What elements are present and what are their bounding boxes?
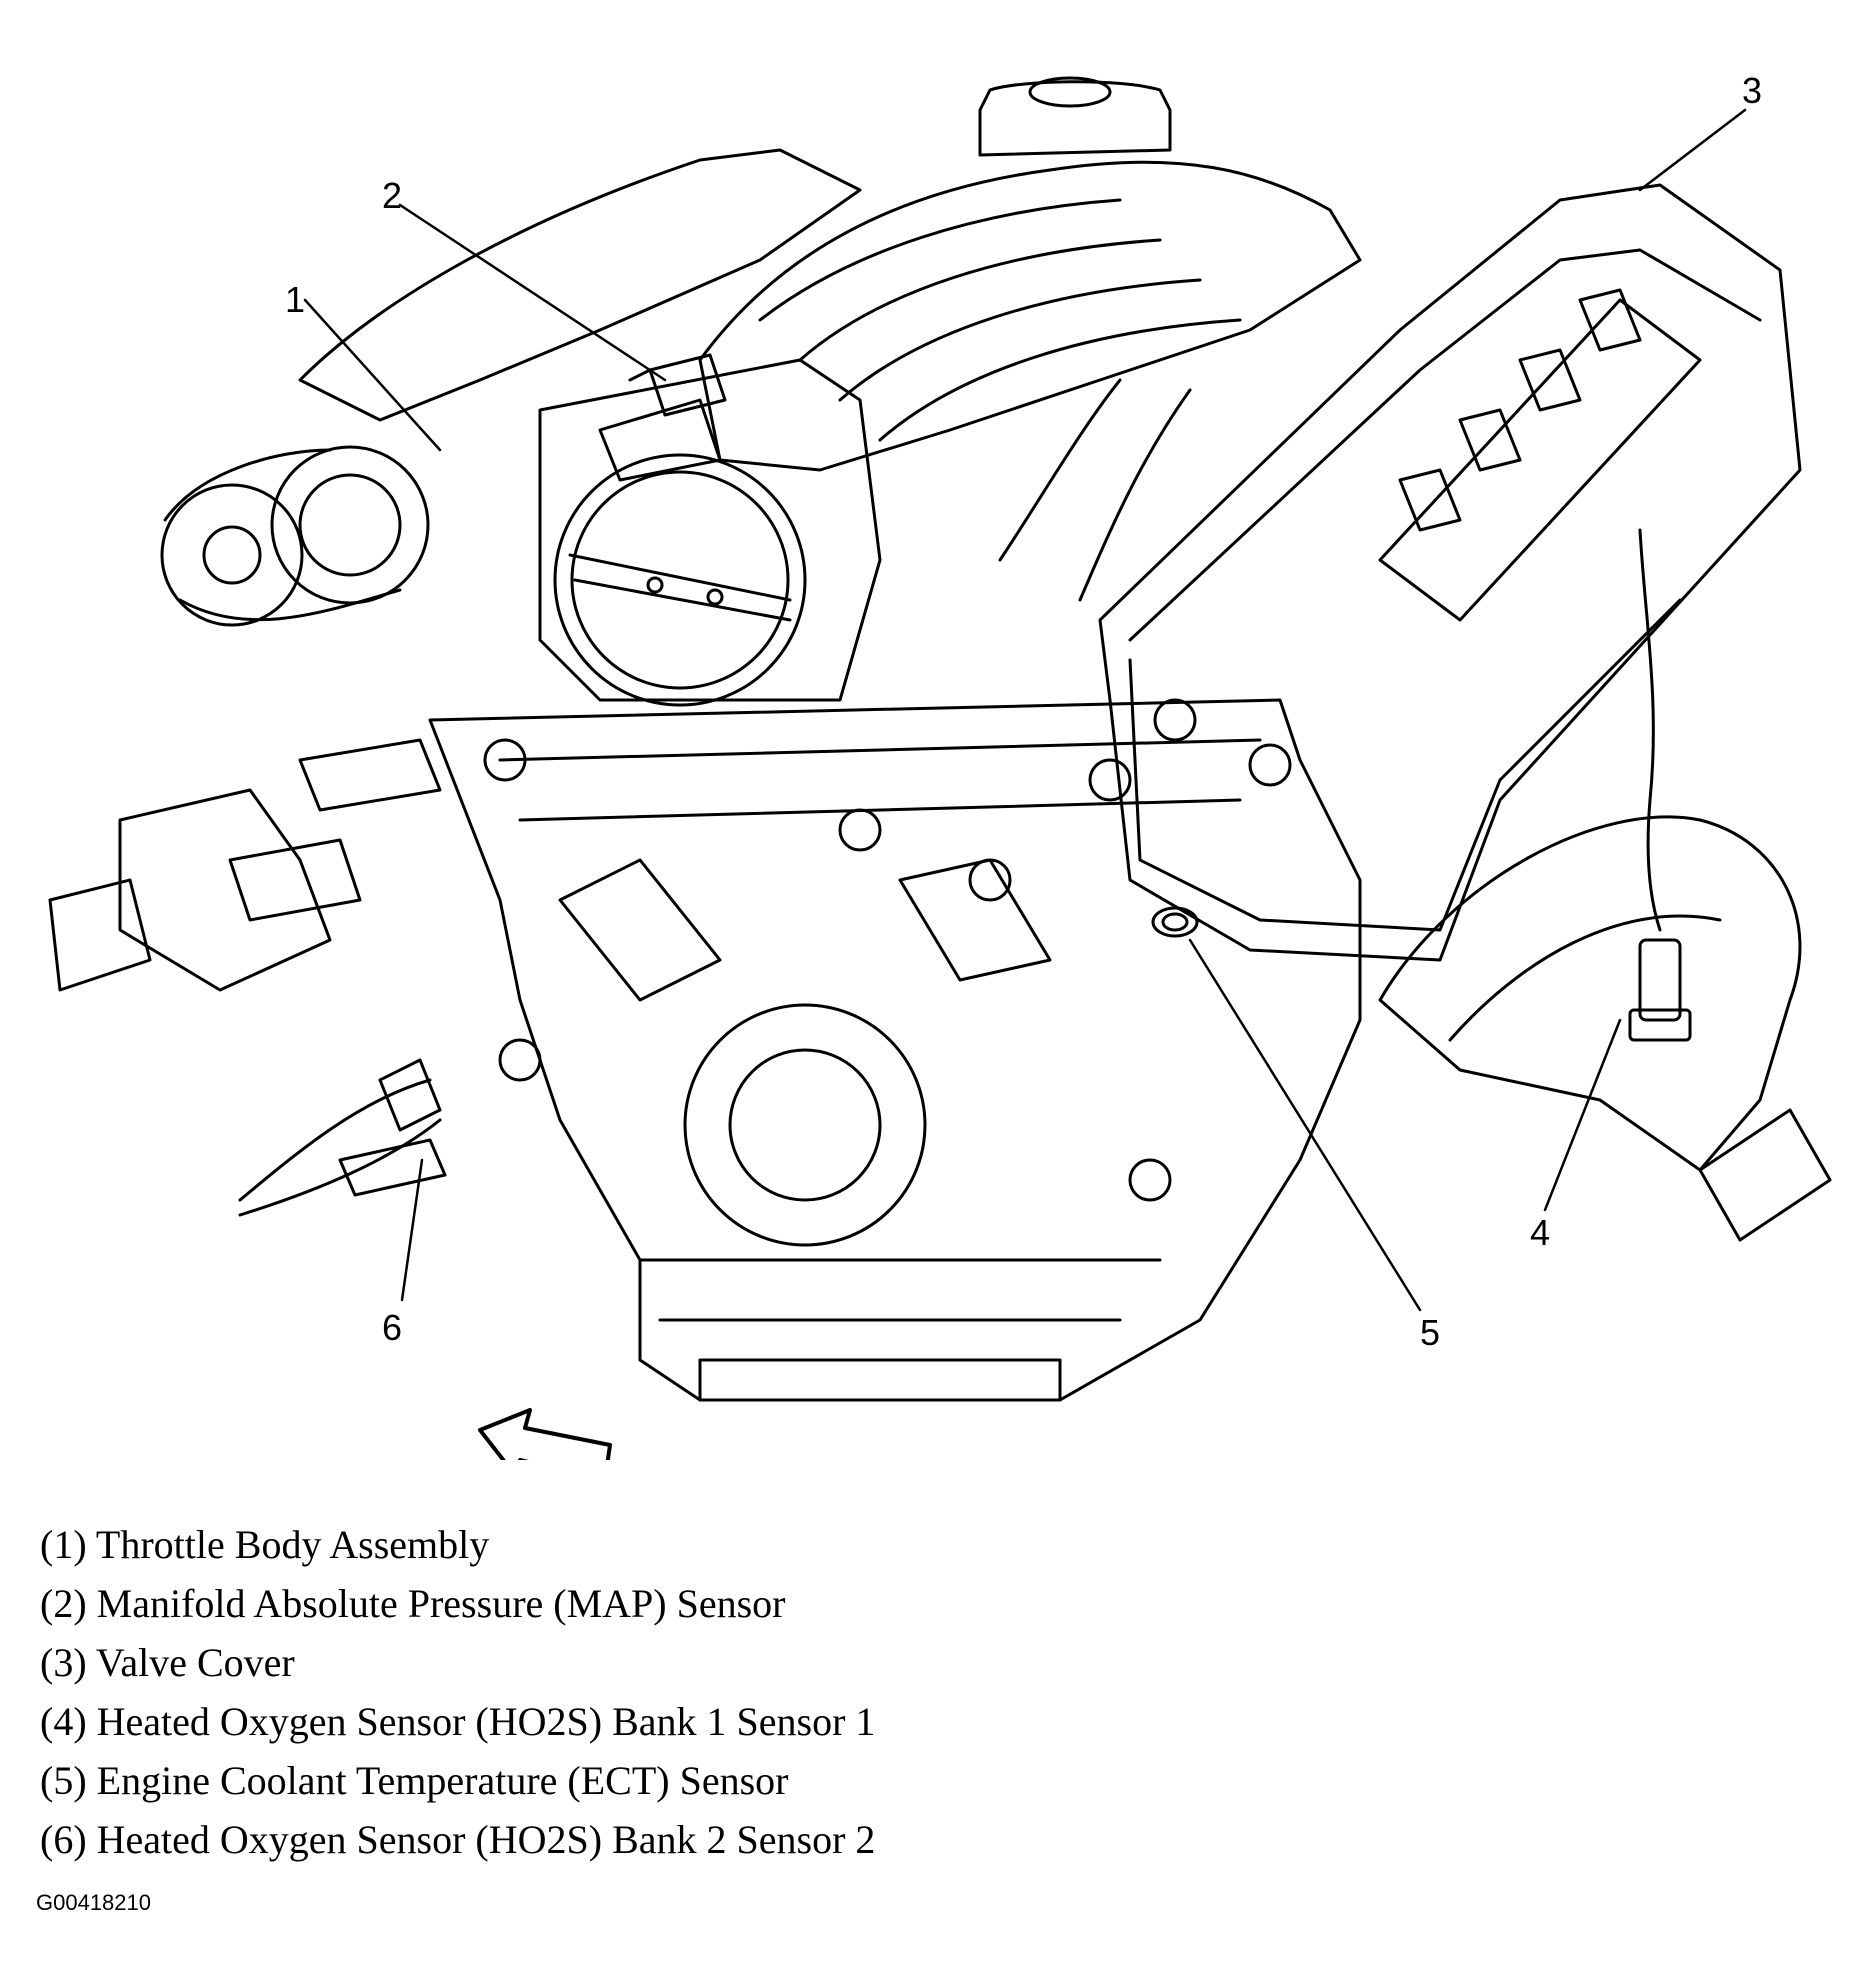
figure-id: G00418210: [36, 1890, 151, 1915]
parts-legend: (1) Throttle Body Assembly (2) Manifold …: [40, 1515, 1240, 1869]
leader-2: [398, 203, 667, 382]
legend-item-4: (4) Heated Oxygen Sensor (HO2S) Bank 1 S…: [40, 1699, 876, 1744]
ho2s-bank2-sensor2: [238, 1058, 447, 1217]
leader-1: [303, 298, 442, 452]
legend-item-1: (1) Throttle Body Assembly: [40, 1522, 490, 1567]
callout-leaders: [303, 108, 1747, 1312]
throttle-body: [538, 353, 882, 707]
callout-4: 4: [1530, 1212, 1551, 1253]
callout-2: 2: [382, 175, 403, 216]
callout-3: 3: [1742, 70, 1763, 111]
callout-5: 5: [1420, 1312, 1441, 1353]
callout-6: 6: [382, 1307, 403, 1348]
leader-5: [1188, 938, 1422, 1312]
front-direction-arrow: [478, 1408, 612, 1482]
engine-block: [428, 698, 1362, 1402]
legend-item-2: (2) Manifold Absolute Pressure (MAP) Sen…: [40, 1581, 786, 1626]
engine-illustration: 1 2 3 4 5 6: [48, 70, 1832, 1482]
leader-4: [1543, 1018, 1622, 1212]
intake-manifold: [698, 76, 1362, 602]
legend-item-3: (3) Valve Cover: [40, 1640, 295, 1685]
engine-line-drawing: [48, 76, 1832, 1482]
water-outlet: [48, 738, 442, 992]
valve-cover: [1098, 183, 1802, 962]
ect-sensor: [1151, 906, 1199, 938]
exhaust-manifold: [1378, 815, 1832, 1242]
leader-3: [1638, 108, 1747, 192]
ho2s-bank1-sensor1: [1628, 528, 1692, 1042]
leader-6: [400, 1158, 424, 1302]
accessory-drive: [160, 148, 862, 627]
callout-1: 1: [285, 279, 306, 320]
legend-item-6: (6) Heated Oxygen Sensor (HO2S) Bank 2 S…: [40, 1817, 876, 1862]
legend-item-5: (5) Engine Coolant Temperature (ECT) Sen…: [40, 1758, 789, 1803]
